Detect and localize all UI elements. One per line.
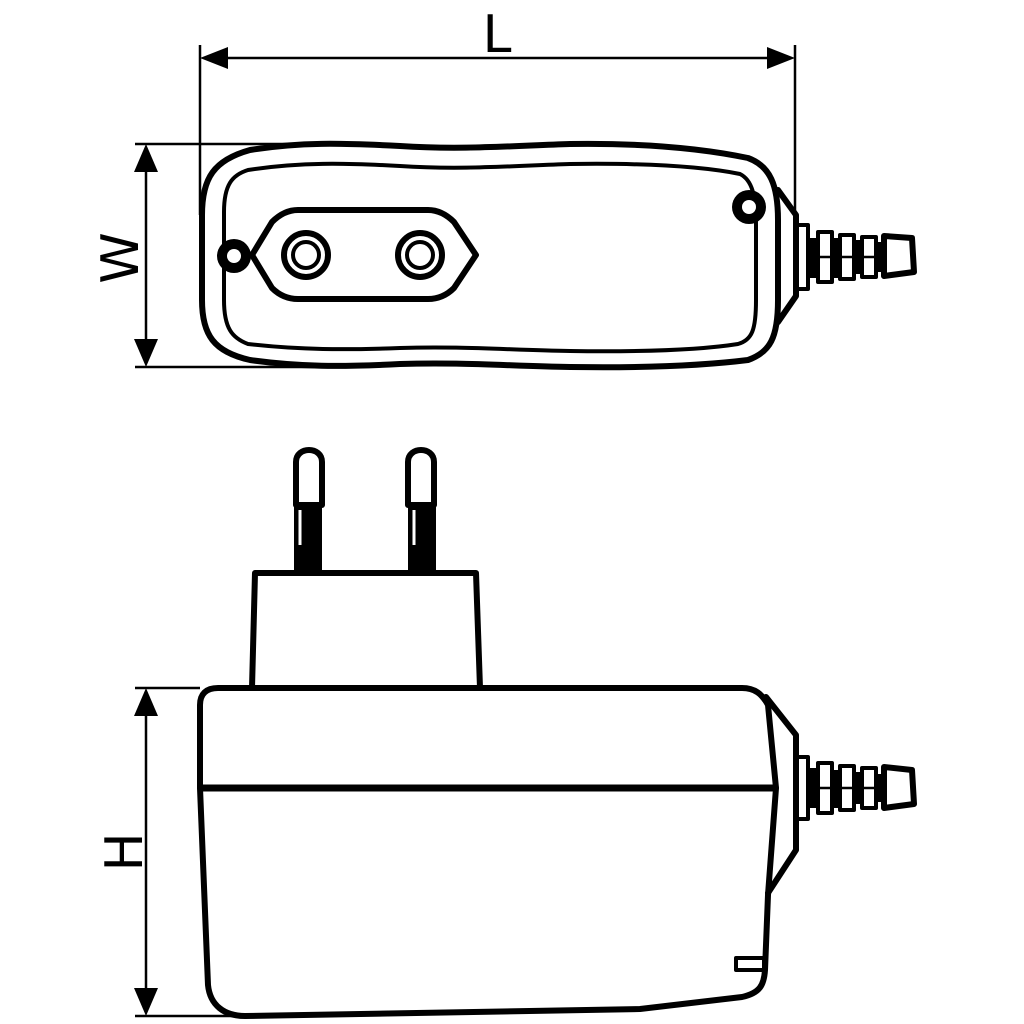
housing-upper	[197, 685, 779, 791]
screw-right	[732, 190, 766, 224]
top-body-inner-outline	[222, 161, 758, 354]
height-label: H	[95, 832, 155, 871]
side-view: H	[95, 447, 917, 1019]
plug-base	[249, 570, 483, 691]
top-body-outline	[199, 140, 781, 371]
height-dimension-line	[134, 688, 158, 1016]
length-dimension-line	[200, 47, 795, 69]
socket-outline	[249, 207, 479, 302]
length-label: L	[483, 5, 512, 65]
socket-hole-left	[281, 230, 331, 280]
width-label: W	[91, 232, 151, 283]
width-dimension-line	[134, 144, 158, 367]
side-cable-strain-relief	[794, 755, 917, 821]
plug-pin-right	[405, 447, 437, 573]
top-cable-strain-relief	[775, 187, 917, 325]
screw-left	[217, 239, 251, 273]
top-view: L W	[91, 5, 917, 371]
plug-pin-left	[293, 447, 325, 573]
housing-slot	[734, 956, 766, 972]
housing-lower	[197, 785, 779, 1019]
socket-hole-right	[395, 230, 445, 280]
